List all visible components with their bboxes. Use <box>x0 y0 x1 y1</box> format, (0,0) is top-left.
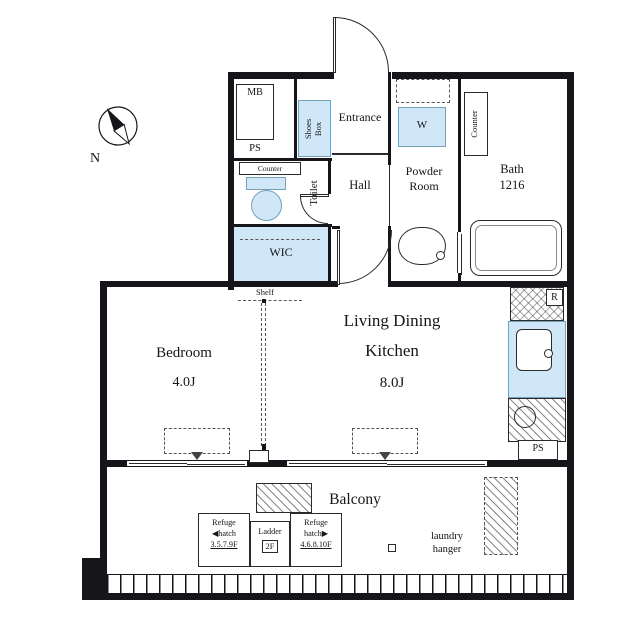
balcony-railing <box>107 574 567 593</box>
wall-niche-box <box>249 450 269 463</box>
ldk-size-label: 8.0J <box>379 375 405 391</box>
wall <box>93 593 574 600</box>
sink-faucet-icon <box>544 349 553 358</box>
toilet-counter-box <box>239 162 301 175</box>
laundry-hanger-label: laundry hanger <box>430 531 464 556</box>
bathtub <box>470 220 562 276</box>
escape-hatch <box>256 483 312 513</box>
bedroom-size-label: 4.0J <box>172 375 196 390</box>
shelf-label: Shelf <box>244 287 286 299</box>
powder-room-label: Powder Room <box>405 164 443 193</box>
ac-unit-bedroom <box>164 428 230 454</box>
wall <box>487 460 567 467</box>
wall <box>107 460 127 467</box>
shoes-box <box>298 100 331 157</box>
wall <box>228 72 234 290</box>
wall <box>247 460 287 467</box>
ldk-door-leaf <box>337 230 340 285</box>
wall <box>228 158 332 161</box>
wall <box>567 72 574 600</box>
wall <box>328 158 331 194</box>
pipe-space-top-label: PS <box>249 143 261 154</box>
entrance-label: Entrance <box>338 110 382 124</box>
refuge-hatch-left-floors: 3.5.7.9F <box>210 540 238 550</box>
meter-box-label: MB <box>247 87 263 98</box>
entrance-door-leaf <box>333 17 336 73</box>
bedroom-window <box>127 460 247 467</box>
compass-icon: N <box>90 106 138 166</box>
sliding-partition <box>265 303 266 446</box>
entrance-door-arc <box>334 17 389 72</box>
ldk-label2: Kitchen <box>365 341 419 360</box>
wall <box>82 558 107 600</box>
wall <box>100 281 107 600</box>
hall-label: Hall <box>349 178 371 192</box>
sliding-partition <box>261 303 262 446</box>
refuge-hatch-left-label: Refuge ◀hatch <box>211 518 237 539</box>
bath-door <box>461 234 462 275</box>
ldk-label: Living Dining <box>343 311 441 330</box>
ac-airflow-icon <box>191 452 203 460</box>
ladder-floor: 2F <box>261 540 279 554</box>
burner-icon <box>514 406 536 428</box>
ac-unit-ldk <box>352 428 418 454</box>
wic-label: WIC <box>269 245 293 259</box>
meter-box <box>236 84 274 140</box>
wall <box>458 273 461 287</box>
wall <box>228 224 332 227</box>
toilet-bowl <box>251 190 282 221</box>
wic-hanger-pipe <box>240 239 320 240</box>
washing-machine-label: W <box>416 119 428 131</box>
toilet-counter-label: Counter <box>257 164 283 173</box>
shoes-box-label: Shoes Box <box>303 118 323 140</box>
shelf-line <box>238 300 302 301</box>
ladder-box: Ladder 2F <box>250 521 290 567</box>
bath-label: Bath 1216 <box>499 162 525 192</box>
washer-upper-shelf <box>396 79 450 103</box>
wall <box>390 281 574 287</box>
washing-machine-space <box>398 107 446 147</box>
toilet-tank <box>246 177 286 190</box>
entrance-step <box>332 153 388 155</box>
pipe-space-kitchen-box <box>518 440 558 460</box>
pipe-space-kitchen-label: PS <box>532 443 544 454</box>
wall <box>392 72 574 79</box>
refrigerator-label: R <box>551 292 558 303</box>
sliding-door <box>389 165 390 226</box>
bedroom-label: Bedroom <box>156 345 212 361</box>
bath-counter-label: Counter <box>469 110 479 138</box>
bathtub-inner <box>475 225 557 271</box>
ac-airflow-icon <box>379 452 391 460</box>
wall <box>332 226 340 229</box>
wic-floor <box>234 227 328 281</box>
refuge-hatch-right-floors: 4.6.8.10F <box>300 540 332 550</box>
wall <box>458 72 461 232</box>
toilet-label: Toilet <box>308 180 320 206</box>
refrigerator-label-box: R <box>546 289 563 306</box>
window-sash <box>387 464 485 466</box>
ladder-label: Ladder <box>258 527 282 536</box>
refuge-hatch-left-box: Refuge ◀hatch 3.5.7.9F <box>198 513 250 567</box>
wall <box>388 226 391 287</box>
balcony-label: Balcony <box>329 491 381 508</box>
toilet-door-leaf <box>300 194 329 197</box>
refuge-hatch-right-label: Refuge hatch▶ <box>303 518 329 539</box>
window-sash <box>187 464 245 466</box>
window-sash <box>289 462 387 464</box>
basin-faucet-icon <box>436 251 445 260</box>
wall <box>100 281 338 287</box>
bath-door <box>457 232 458 273</box>
refuge-hatch-right-box: Refuge hatch▶ 4.6.8.10F <box>290 513 342 567</box>
wall <box>388 72 391 165</box>
wall <box>294 72 297 161</box>
compass-north-label: N <box>90 151 100 166</box>
hatch-outline-upper-floor <box>484 477 518 555</box>
bath-counter <box>464 92 488 156</box>
ldk-door-arc <box>338 230 392 284</box>
hose-bib-icon <box>388 544 396 552</box>
wall <box>228 72 334 79</box>
wall <box>328 226 331 287</box>
ldk-window <box>287 460 487 467</box>
window-sash <box>129 462 187 464</box>
